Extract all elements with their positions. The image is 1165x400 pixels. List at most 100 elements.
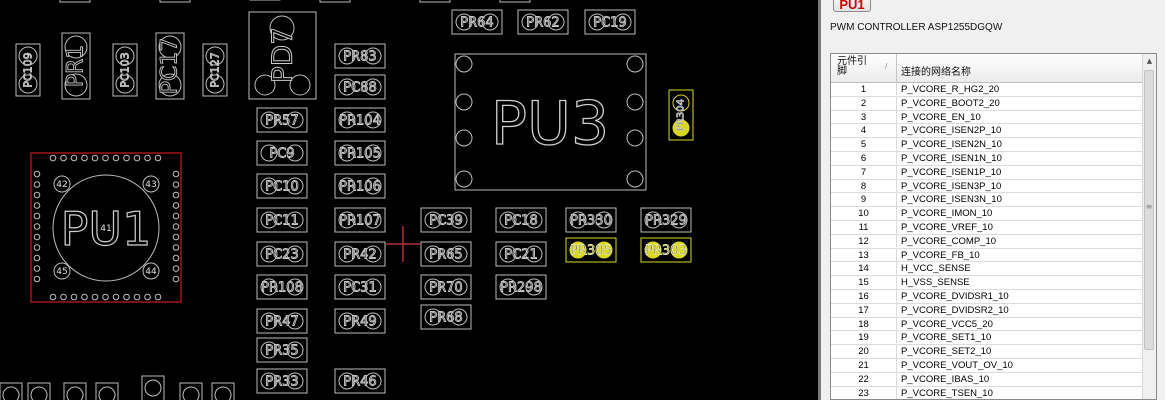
component-pc19[interactable]: PC19	[584, 9, 636, 35]
pin-number-label: 42	[56, 180, 67, 190]
component-pr46[interactable]: PR46	[334, 368, 386, 394]
scrollbar-thumb[interactable]	[1144, 70, 1154, 350]
component-pr106[interactable]: PR106	[334, 173, 386, 199]
pad	[569, 211, 587, 229]
component-pc31[interactable]: PC31	[334, 274, 386, 300]
component-pc103[interactable]: PC103	[112, 43, 138, 97]
component-pr57[interactable]: PR57	[256, 107, 308, 133]
component-pc11[interactable]: PC11	[256, 207, 308, 233]
component-pd7[interactable]: PD7	[248, 11, 317, 100]
component-pr65[interactable]: PR65	[420, 241, 472, 267]
component-pr329[interactable]: PR329	[640, 207, 692, 233]
pad	[644, 241, 662, 259]
component-pc17[interactable]: PC17	[155, 32, 185, 100]
component-pr107[interactable]: PR107	[334, 207, 386, 233]
pad	[450, 211, 468, 229]
component-pr105[interactable]: PR105	[334, 140, 386, 166]
pad	[547, 13, 565, 31]
component-pr330[interactable]: PR330	[565, 207, 617, 233]
component-pr64[interactable]: PR64	[451, 9, 503, 35]
component-outline	[668, 89, 694, 141]
component-pc10[interactable]: PC10	[256, 173, 308, 199]
table-scrollbar[interactable]: ▲ ≡	[1142, 54, 1156, 399]
pad	[424, 278, 442, 296]
component-pu3[interactable]: PU3	[454, 53, 647, 191]
component-pr42[interactable]: PR42	[334, 241, 386, 267]
pad	[133, 293, 141, 301]
pin-number-cell: 3	[831, 110, 897, 125]
component-pc127[interactable]: PC127	[202, 43, 228, 97]
pad	[154, 293, 162, 301]
component-outline	[517, 9, 569, 35]
pin-number-cell: 21	[831, 358, 897, 373]
component-pc39[interactable]: PC39	[420, 207, 472, 233]
component-pr70[interactable]: PR70	[420, 274, 472, 300]
component-pr33[interactable]: PR33	[256, 368, 308, 394]
component-pc88[interactable]: PC88	[334, 74, 386, 100]
component-pr304[interactable]: PR304	[668, 89, 694, 141]
component-pr35[interactable]: PR35	[256, 337, 308, 363]
component-outline	[256, 241, 308, 267]
pad	[338, 372, 356, 390]
component-pc109[interactable]: PC109	[15, 43, 41, 97]
component-pr83[interactable]: PR83	[334, 43, 386, 69]
component-pr108[interactable]: PR108	[256, 274, 308, 300]
component-pr298[interactable]: PR298	[495, 274, 547, 300]
component-pc18[interactable]: PC18	[495, 207, 547, 233]
pin-number-cell: 8	[831, 179, 897, 194]
component-ref-button[interactable]: PU1	[833, 0, 871, 12]
pad	[481, 13, 499, 31]
component-pr305[interactable]: PR305	[565, 237, 617, 263]
component-label-pr108: PR108	[261, 281, 303, 296]
component-pr68[interactable]: PR68	[420, 304, 472, 330]
column-header-net[interactable]: 连接的网络名称	[901, 67, 971, 78]
component-pr303[interactable]: PR303	[640, 237, 692, 263]
component-pr62[interactable]: PR62	[517, 9, 569, 35]
component-outline	[420, 274, 472, 300]
component-pc21[interactable]: PC21	[495, 241, 547, 267]
pad	[595, 241, 613, 259]
pad	[172, 223, 180, 230]
component-pr104[interactable]: PR104	[334, 107, 386, 133]
component-pr1[interactable]: PR1	[61, 32, 91, 100]
component-partial	[419, 0, 451, 3]
component-pr49[interactable]: PR49	[334, 308, 386, 334]
pad	[142, 262, 160, 280]
component-outline	[256, 173, 308, 199]
component-pr47[interactable]: PR47	[256, 308, 308, 334]
component-label-pc103: PC103	[119, 52, 132, 87]
pad	[260, 144, 278, 162]
component-pc23[interactable]: PC23	[256, 241, 308, 267]
column-header-pin[interactable]: 元件引脚 /	[831, 54, 897, 82]
scroll-up-icon[interactable]: ▲	[1146, 57, 1153, 65]
panel-splitter[interactable]	[818, 0, 821, 400]
pad	[338, 111, 356, 129]
component-pc9[interactable]: PC9	[256, 140, 308, 166]
